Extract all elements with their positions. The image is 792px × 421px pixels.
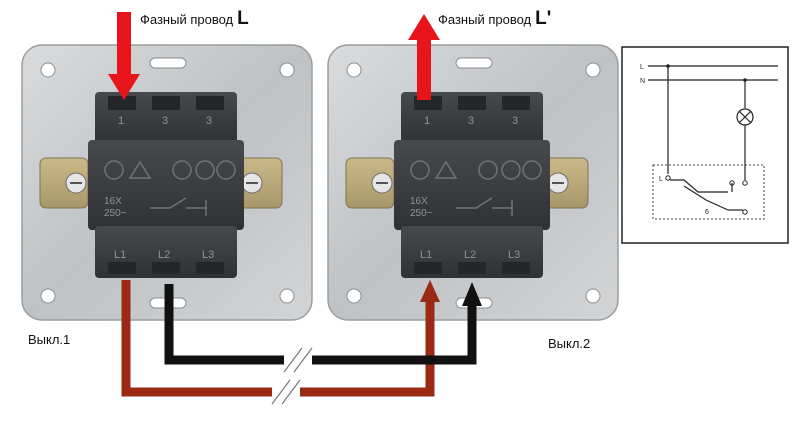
plate-hole [40, 62, 56, 78]
switch-2 [327, 44, 619, 321]
phase-in-letter: L [237, 8, 249, 29]
terminal-bottom-label: L1 [114, 249, 126, 261]
terminal-bottom-label: L2 [464, 249, 476, 261]
terminal-labels: 1 3 3L1 L2 L3 1 3 3L1 L2 L3 [114, 115, 520, 261]
phase-out-text: Фазный провод [438, 12, 532, 27]
terminal-top-label: 3 [162, 115, 168, 127]
switch-2-label: Выкл.2 [548, 336, 591, 351]
phase-out-letter: L' [535, 8, 552, 29]
switch-1-label: Выкл.1 [28, 332, 71, 347]
phase-in-arrow [108, 12, 140, 100]
phase-out-arrow [408, 14, 440, 100]
schematic: L N L 6 [621, 46, 789, 244]
terminal-top-label: 3 [206, 115, 212, 127]
plate-hole [346, 288, 362, 304]
svg-text:250~: 250~ [104, 208, 127, 219]
contact-number: 6 [705, 209, 709, 216]
line-l-label: L [640, 64, 644, 71]
plate-hole [279, 62, 295, 78]
plate-hole [40, 288, 56, 304]
wire-brown-arrowhead [420, 280, 440, 302]
terminal-bottom-label: L3 [508, 249, 520, 261]
switch-box [652, 164, 765, 220]
plate-slot [455, 57, 493, 69]
svg-text:250~: 250~ [410, 208, 433, 219]
terminal-bottom-label: L3 [202, 249, 214, 261]
wire-black-arrowhead [462, 282, 482, 306]
switch-1 [21, 44, 313, 321]
terminal-top-label: 3 [512, 115, 518, 127]
plate-hole [585, 62, 601, 78]
svg-text:16X: 16X [410, 196, 428, 207]
terminal-bottom-label: L2 [158, 249, 170, 261]
phase-in-text: Фазный провод [140, 12, 234, 27]
terminal-top-label: 1 [118, 115, 124, 127]
contact-l-label: L [659, 176, 663, 183]
plate-hole [585, 288, 601, 304]
wire-break-marks [271, 347, 313, 405]
line-n-label: N [640, 78, 645, 85]
terminal-bottom-label: L1 [420, 249, 432, 261]
rating-label: 16X 250~ 16X 250~ [104, 196, 433, 219]
plate-hole [346, 62, 362, 78]
svg-text:16X: 16X [104, 196, 122, 207]
terminal-top-label: 1 [424, 115, 430, 127]
terminal-top-label: 3 [468, 115, 474, 127]
wire-black [164, 284, 477, 365]
plate-slot [149, 57, 187, 69]
plate-hole [279, 288, 295, 304]
